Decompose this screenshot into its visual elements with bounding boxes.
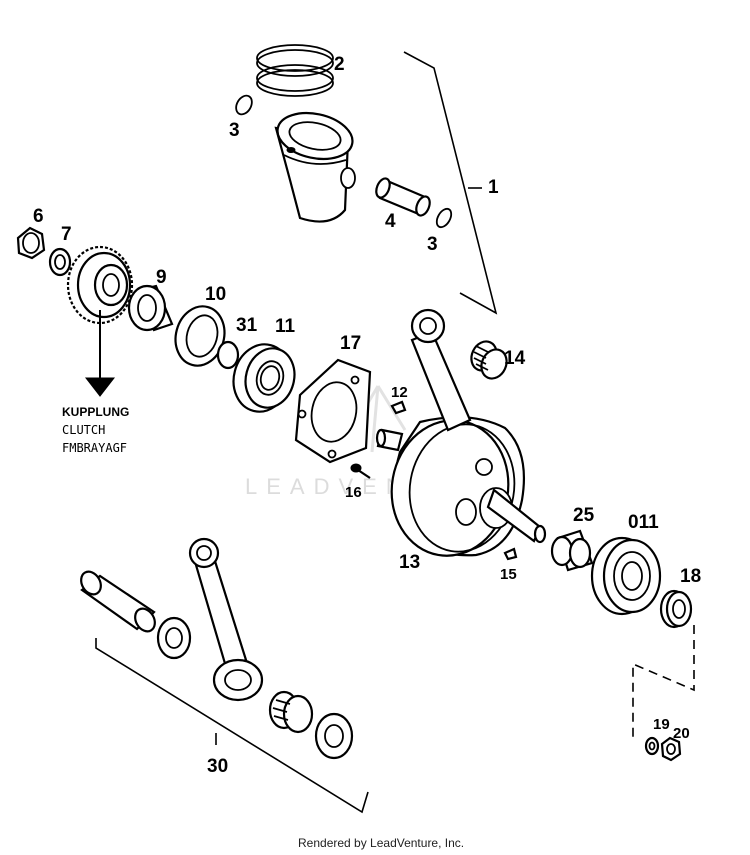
seal-18-part	[659, 589, 693, 629]
conrod-kit-pin-part	[80, 570, 156, 633]
bushing-9-part	[127, 284, 174, 332]
conrod-kit-needle-bearing-part	[268, 690, 314, 734]
callout-2: 2	[334, 54, 345, 75]
callout-30: 30	[207, 756, 228, 777]
callout-9: 9	[156, 267, 167, 288]
key-12-part	[390, 400, 407, 415]
callout-14: 14	[504, 348, 526, 369]
sleeve-25-part	[550, 529, 594, 572]
conrod-kit-rod-part	[188, 537, 264, 702]
circlip-lower-part	[435, 207, 453, 229]
crankshaft-part	[375, 416, 547, 557]
callout-12: 12	[391, 384, 408, 401]
callout-13: 13	[399, 552, 420, 573]
callout-10: 10	[205, 284, 226, 305]
needle-bearing-14-part	[470, 340, 508, 380]
callout-25: 25	[573, 505, 595, 526]
small-nut-20-part	[660, 736, 682, 762]
callout-16: 16	[345, 484, 362, 501]
callout-1: 1	[488, 177, 499, 198]
callout-20: 20	[673, 725, 690, 742]
callout-6: 6	[33, 206, 44, 227]
clutch-note-fr: FMBRAYAGF	[62, 441, 127, 455]
nut-part	[16, 226, 46, 260]
piston-part	[274, 111, 356, 223]
conrod-kit-thrust-washer-part	[314, 712, 354, 760]
small-washer-19-part	[644, 736, 660, 756]
bearing-11-part	[232, 343, 296, 413]
clutch-note-de: KUPPLUNG	[62, 405, 129, 419]
shim-10-part	[174, 305, 226, 367]
bearing-011-part	[590, 536, 662, 616]
callout-17: 17	[340, 333, 361, 354]
clutch-note-en: CLUTCH	[62, 423, 105, 437]
washer-part	[48, 247, 72, 277]
callout-7: 7	[61, 224, 72, 245]
callout-3-lower: 3	[427, 234, 438, 255]
callout-11: 11	[275, 316, 296, 337]
screw-16-part	[350, 463, 371, 479]
dashed-bracket-right	[632, 625, 695, 740]
piston-pin-part	[375, 177, 431, 217]
footer-credit: Rendered by LeadVenture, Inc.	[298, 836, 464, 850]
callout-3-upper: 3	[229, 120, 240, 141]
gear-part	[66, 245, 134, 325]
callout-18: 18	[680, 566, 701, 587]
callout-011: 011	[628, 512, 659, 533]
callout-19: 19	[653, 716, 670, 733]
clutch-note: KUPPLUNG CLUTCH FMBRAYAGF	[62, 405, 129, 455]
piston-ring-part	[256, 44, 334, 97]
clutch-arrow	[84, 310, 116, 397]
connecting-rod-part	[410, 308, 472, 432]
oring-31-part	[216, 340, 240, 370]
callout-labels: 2 3 1 4 3 6 7 9 10 31 11 17 14 12 16 25 …	[33, 54, 701, 777]
circlip-upper-part	[235, 94, 253, 116]
key-15-part	[503, 547, 518, 561]
piston-assembly-bracket	[403, 51, 498, 315]
conrod-kit-washer-part	[156, 616, 192, 660]
callout-15: 15	[500, 566, 517, 583]
plate-17-part	[294, 358, 372, 464]
callout-4: 4	[385, 211, 396, 232]
conrod-kit-bracket	[95, 638, 369, 814]
callout-31: 31	[236, 315, 258, 336]
